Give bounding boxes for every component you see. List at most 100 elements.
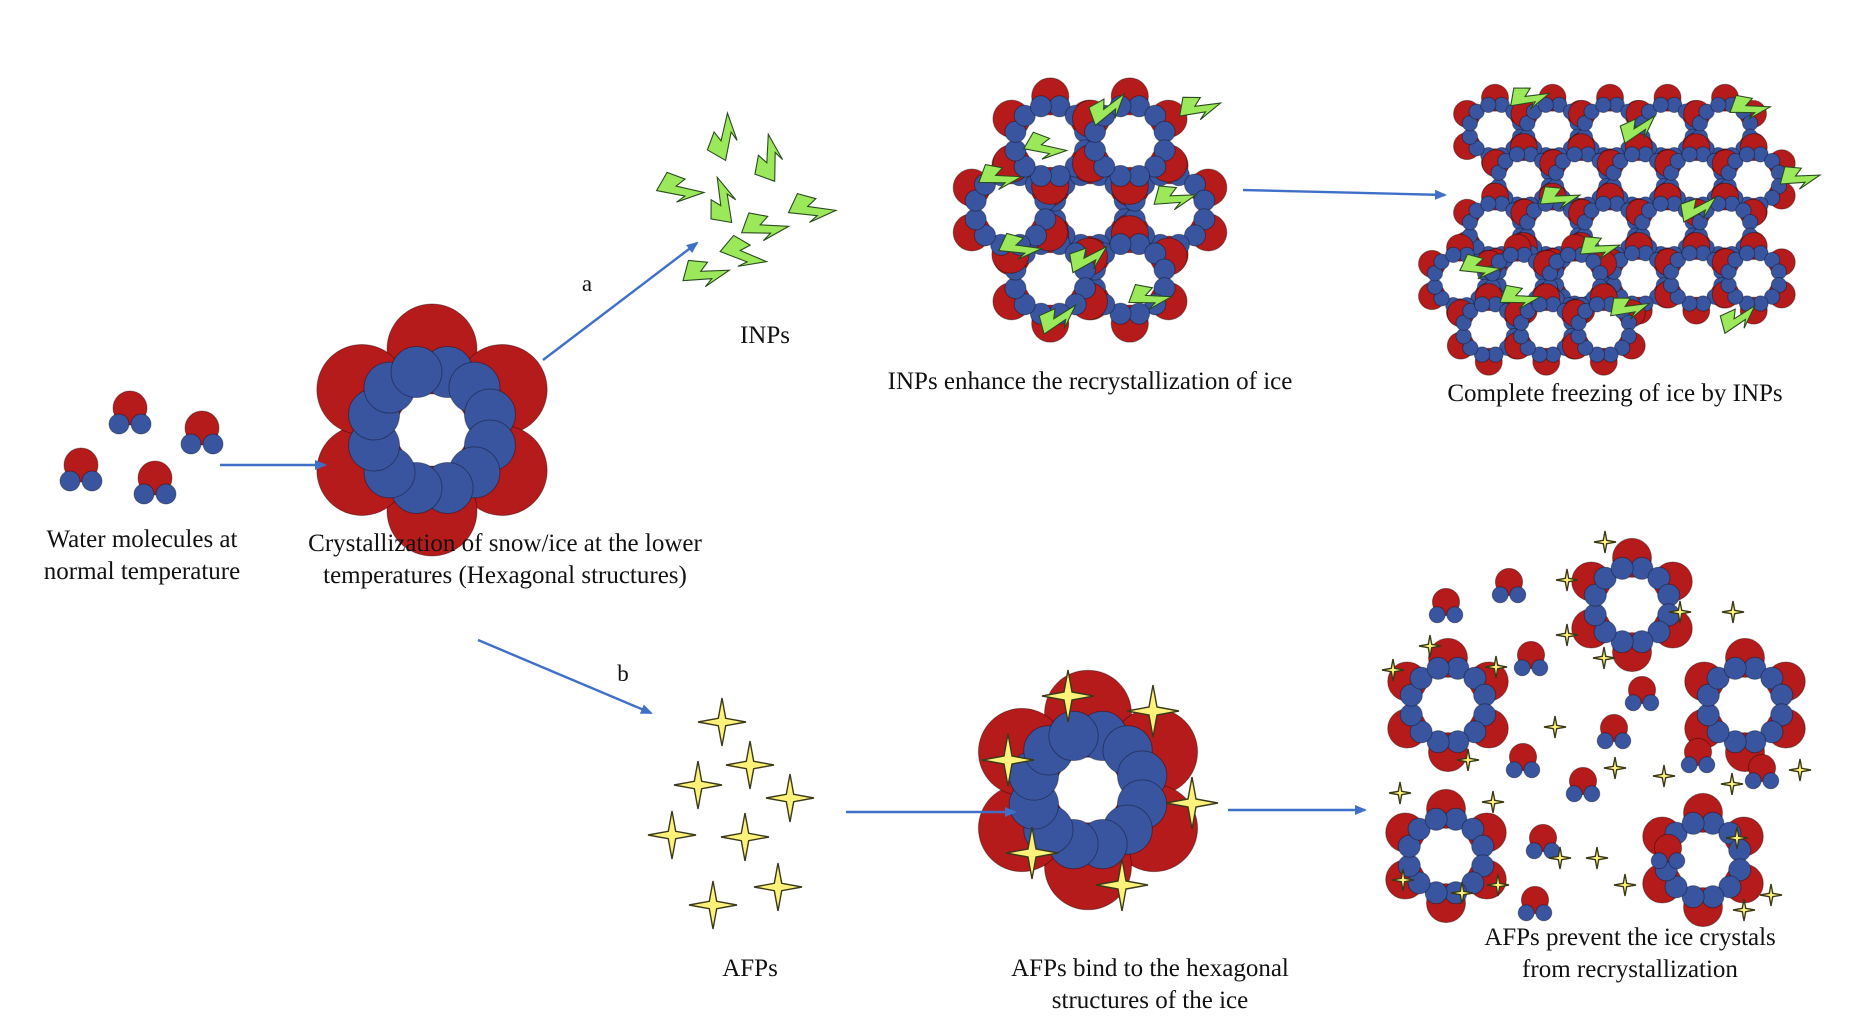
inp-bolt (1680, 195, 1718, 223)
hydrogen-atom (1668, 852, 1686, 870)
hydrogen-atom (1624, 694, 1642, 712)
inp-frozen-ice-sheet (1418, 83, 1822, 376)
afp-star (1450, 881, 1474, 905)
hydrogen-atom (1727, 251, 1744, 269)
hydrogen-atom (1623, 245, 1641, 262)
hydrogen-atom (1770, 703, 1794, 727)
inp-bolt (1539, 186, 1582, 210)
afp-star (1759, 883, 1783, 907)
afp-star (1548, 846, 1572, 870)
afps-label: AFPs (722, 955, 778, 982)
hydrogen-atom (108, 413, 130, 435)
hydrogen-atom (130, 413, 152, 435)
hydrogen-atom (1576, 115, 1594, 132)
inp-bolt (978, 163, 1024, 191)
water-molecule (1517, 885, 1553, 922)
afp-star (1613, 873, 1637, 897)
hydrogen-atom (390, 346, 443, 399)
hydrogen-atom (1548, 253, 1565, 270)
hydrogen-atom (1623, 146, 1641, 163)
water-molecule (1505, 742, 1541, 779)
hydrogen-atom (1696, 683, 1720, 707)
hydrogen-atom (1762, 772, 1780, 790)
hydrogen-atom (1445, 246, 1462, 264)
afps-stars-group (647, 697, 815, 930)
afp-star (1732, 898, 1756, 922)
hydrogen-atom (180, 433, 202, 455)
hydrogen-atom (1595, 96, 1612, 114)
afp-star (1095, 858, 1149, 912)
afp-bound-hexagon (977, 669, 1219, 912)
hydrogen-atom (1433, 290, 1450, 307)
afp-prevented-crystals (1381, 530, 1812, 928)
hydrogen-atom (1029, 95, 1052, 118)
hydrogen-atom (1004, 139, 1027, 162)
hydrogen-atom (1073, 277, 1097, 300)
hydrogen-atom (1468, 103, 1485, 120)
hydrogen-atom (1577, 302, 1594, 320)
hydrogen-atom (1468, 140, 1485, 157)
hydrogen-atom (1193, 189, 1216, 212)
hydrogen-atom (1428, 606, 1446, 624)
hydrogen-atom (1620, 328, 1638, 345)
hydrogen-atom (1720, 263, 1737, 280)
hydrogen-atom (1663, 164, 1680, 181)
hydrogen-atom (1698, 103, 1715, 120)
hydrogen-atom (1669, 288, 1687, 305)
hydrogen-atom (1647, 566, 1671, 590)
hydrogen-atom (1144, 242, 1167, 265)
hydrogen-atom (1735, 202, 1752, 219)
hydrogen-atom (964, 189, 987, 212)
crystal-label: Crystallization of snow/ice at the lower… (308, 530, 702, 589)
hydrogen-atom (81, 470, 103, 492)
hydrogen-atom (1650, 852, 1668, 870)
hydrogen-atom (133, 483, 155, 505)
hydrogen-atom (1565, 785, 1583, 803)
water-molecule (1491, 567, 1527, 604)
water-molecule (1565, 766, 1601, 803)
hydrogen-atom (1680, 756, 1698, 774)
hydrogen-atom (1407, 871, 1431, 895)
hydrogen-atom (1640, 202, 1658, 219)
inp-bolt (682, 259, 732, 288)
hydrogen-atom (1462, 302, 1479, 320)
hydrogen-atom (1480, 195, 1497, 212)
hydrogen-atom (1093, 155, 1116, 178)
hexagon-ring (1571, 537, 1693, 673)
inp-bolt (1022, 131, 1069, 160)
hydrogen-atom (1153, 258, 1176, 281)
water-molecule (1680, 737, 1716, 774)
hydrogen-atom (964, 208, 987, 231)
hydrogen-atom (1691, 115, 1709, 132)
arrow-a-to-inps (542, 241, 699, 361)
hydrogen-atom (1738, 146, 1756, 163)
hydrogen-atom (1508, 146, 1526, 163)
hydrogen-atom (1397, 834, 1421, 858)
inp-bolt (1499, 284, 1543, 310)
hydrogen-atom (1560, 246, 1577, 264)
hydrogen-atom (1738, 245, 1756, 262)
afp-star (1652, 764, 1676, 788)
afp-star (1388, 781, 1412, 805)
hydrogen-atom (1525, 842, 1543, 860)
hydrogen-atom (1605, 164, 1622, 181)
hydrogen-atom (1153, 139, 1176, 162)
hydrogen-atom (1723, 730, 1747, 754)
inp-bolt (787, 192, 838, 223)
hydrogen-atom (1760, 720, 1784, 744)
hydrogen-atom (1647, 620, 1671, 644)
hydrogen-atom (1764, 152, 1781, 170)
hydrogen-atom (1144, 104, 1167, 127)
hydrogen-atom (1519, 339, 1537, 356)
hydrogen-atom (1576, 214, 1594, 231)
afp-star (1484, 655, 1508, 679)
hydrogen-atom (1727, 288, 1744, 305)
afp-star (1543, 715, 1567, 739)
hydrogen-atom (1583, 103, 1600, 120)
hydrogen-atom (1013, 155, 1036, 178)
hydrogen-atom (1764, 288, 1781, 305)
hydrogen-atom (1583, 785, 1601, 803)
